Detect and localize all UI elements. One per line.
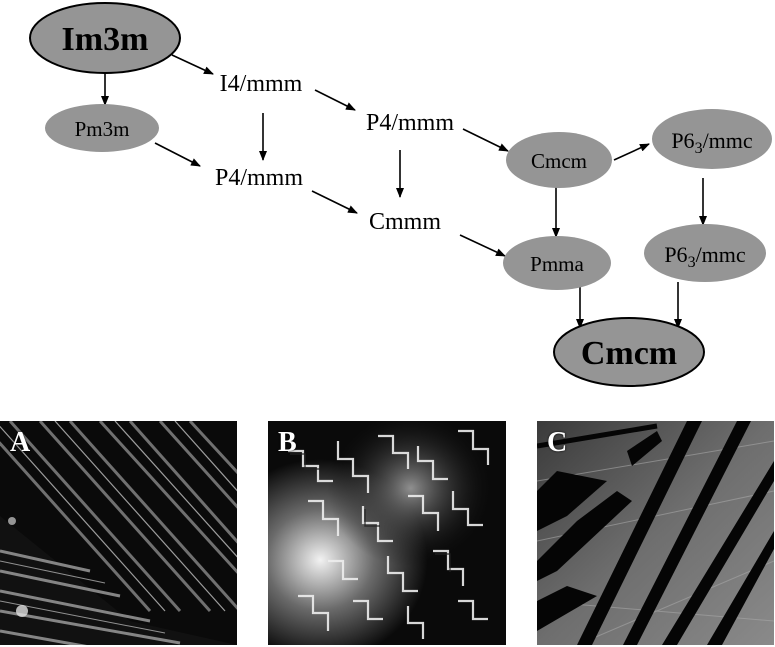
node-i4mmm-label: I4/mmm — [220, 71, 303, 97]
node-pm3m-label: Pm3m — [75, 117, 130, 141]
micrograph-a-image — [0, 421, 237, 645]
p63mmc-bottom-rest: /mmc — [696, 242, 746, 267]
p63mmc-top-main: P6 — [671, 128, 694, 153]
micrograph-c-image — [537, 421, 774, 645]
p63mmc-top-sub: 3 — [695, 140, 703, 157]
node-pmma-label: Pmma — [530, 252, 584, 276]
node-cmcm-final-label: Cmcm — [581, 335, 677, 372]
transition-arrows — [101, 54, 707, 329]
panel-label-c: C — [547, 427, 568, 458]
node-p4mmm-right-label: P4/mmm — [366, 110, 454, 136]
phase-transition-diagram: Im3m Pm3m I4/mmm P4/mmm P4/mmm Cmmm Cmcm… — [29, 2, 772, 387]
arrow-cmcm-p63mmc — [613, 143, 650, 161]
node-p4mmm-left-label: P4/mmm — [215, 165, 303, 191]
arrow-i4mmm-p4mmm-right — [314, 89, 356, 111]
node-cmmm-label: Cmmm — [369, 209, 441, 235]
arrow-pm3m-p4mmm-left — [154, 142, 201, 167]
panel-label-b: B — [278, 427, 297, 458]
node-im3m: Im3m — [29, 2, 181, 74]
panel-label-a: A — [10, 427, 31, 458]
node-cmcm-final: Cmcm — [553, 317, 705, 387]
arrow-p4mmm-right-cmcm — [462, 128, 509, 152]
node-pm3m: Pm3m — [45, 104, 159, 152]
node-im3m-label: Im3m — [62, 21, 149, 58]
p63mmc-bottom-main: P6 — [664, 242, 687, 267]
arrow-cmmm-pmma — [459, 234, 506, 257]
micrograph-panel-b: B — [268, 421, 506, 645]
node-p63mmc-bottom: P63/mmc — [644, 224, 766, 282]
arrow-p4mmm-left-cmmm — [311, 190, 358, 214]
node-cmcm-mid-label: Cmcm — [531, 149, 587, 173]
p63mmc-bottom-sub: 3 — [688, 254, 696, 271]
node-p63mmc-top-label: P63/mmc — [671, 128, 753, 157]
micrograph-panel-a: A — [0, 421, 237, 645]
micrograph-panel-c: C — [537, 421, 774, 645]
node-p63mmc-top: P63/mmc — [652, 109, 772, 169]
node-cmcm-mid: Cmcm — [506, 132, 612, 188]
micrograph-b-image — [268, 421, 506, 645]
node-p63mmc-bottom-label: P63/mmc — [664, 242, 746, 271]
p63mmc-top-rest: /mmc — [703, 128, 753, 153]
node-pmma: Pmma — [503, 236, 611, 290]
arrow-im3m-i4mmm — [171, 54, 214, 75]
